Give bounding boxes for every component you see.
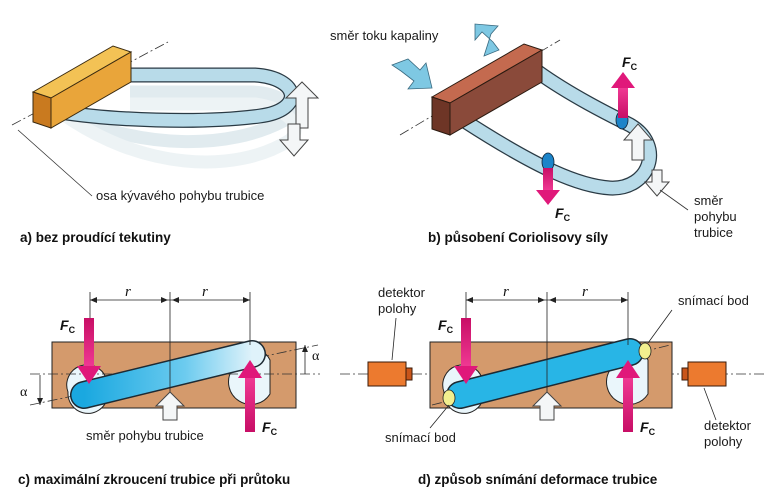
panel-c: r r α α FC FC směr pohybu trubice c) max… — [18, 284, 320, 487]
panel-d: snímací bod snímací bod detektor polohy … — [340, 284, 765, 487]
detector-right — [681, 361, 727, 387]
force-label-b-upper: FC — [622, 54, 638, 72]
tube-c — [71, 341, 265, 408]
alpha-label-c-right: α — [312, 349, 320, 364]
r-label-d-right: r — [582, 284, 588, 300]
sensing-label-right: snímací bod — [678, 293, 749, 308]
force-label-c-left: FC — [60, 317, 76, 335]
force-label-d-left: FC — [438, 317, 454, 335]
motion-leader-b — [659, 189, 689, 211]
sensing-point-left — [442, 389, 456, 407]
ghost-loop-1 — [57, 85, 297, 148]
r-label-d-left: r — [503, 284, 509, 300]
axis-label: osa kývavého pohybu trubice — [96, 188, 264, 203]
oscillation-axis-line — [11, 41, 169, 126]
tube-a — [59, 68, 298, 127]
force-arrow-down-b — [536, 168, 560, 205]
axis-leader-line — [17, 129, 93, 197]
alpha-label-c-left: α — [20, 385, 28, 400]
detector-label-right: detektor polohy — [704, 418, 755, 449]
flow-label: směr toku kapaliny — [330, 28, 439, 43]
force-arrow-d-up — [616, 360, 640, 432]
force-label-c-right: FC — [262, 419, 278, 437]
flow-arrow-out — [474, 23, 500, 57]
force-arrow-c-up — [238, 360, 262, 432]
motion-arrow-up — [284, 81, 320, 129]
r-label-c-left: r — [125, 284, 131, 300]
dim-arrow-d-2 — [538, 297, 545, 303]
alpha-arrow-c-right — [302, 345, 308, 352]
dim-arrow-c-2 — [161, 297, 168, 303]
sensing-label-left: snímací bod — [385, 430, 456, 445]
flow-arrow-in — [391, 58, 433, 90]
dim-arrow-d-4 — [621, 297, 628, 303]
sensing-leader-left — [429, 404, 450, 429]
motion-arrow-down — [278, 123, 310, 157]
force-arrow-up-b — [611, 72, 635, 118]
sensing-point-right — [638, 342, 652, 360]
panel-a: osa kývavého pohybu trubice a) bez proud… — [11, 41, 320, 245]
clamp-block-b-side — [449, 49, 543, 136]
clamp-block-side — [50, 51, 132, 129]
caption-b: b) působení Coriolisovy síly — [428, 230, 609, 245]
panel-b: směr toku kapaliny FC FC směr pohybu tru… — [330, 23, 740, 245]
dim-arrow-d-1 — [466, 297, 473, 303]
detector-leader-left — [391, 317, 397, 361]
sensing-leader-right — [647, 309, 673, 344]
clamp-block-front — [32, 91, 52, 129]
motion-label-c: směr pohybu trubice — [86, 428, 204, 443]
dim-arrow-c-1 — [90, 297, 97, 303]
clamp-block-b-front — [431, 96, 451, 136]
motion-arrow-c — [154, 391, 186, 421]
motion-arrow-b-down — [643, 169, 671, 197]
dim-arrow-c-3 — [172, 297, 179, 303]
detector-left — [367, 361, 413, 387]
force-label-b-lower: FC — [555, 205, 571, 223]
r-label-c-right: r — [202, 284, 208, 300]
alpha-arrow-c-left — [37, 398, 43, 405]
detector-label-left: detektor polohy — [378, 285, 429, 316]
motion-arrow-d — [531, 391, 563, 421]
force-arrow-d-down — [454, 318, 478, 384]
force-arrow-c-down — [77, 318, 101, 384]
caption-c: c) maximální zkroucení trubice při průto… — [18, 472, 290, 487]
detector-leader-right — [703, 387, 717, 421]
dim-arrow-c-4 — [243, 297, 250, 303]
motion-label-b: směr pohybu trubice — [694, 193, 740, 240]
caption-a: a) bez proudící tekutiny — [20, 230, 171, 245]
dim-arrow-d-3 — [549, 297, 556, 303]
motion-arrow-b-up — [622, 123, 654, 161]
tube-d — [447, 339, 643, 408]
force-label-d-right: FC — [640, 419, 656, 437]
caption-d: d) způsob snímání deformace trubice — [418, 472, 658, 487]
